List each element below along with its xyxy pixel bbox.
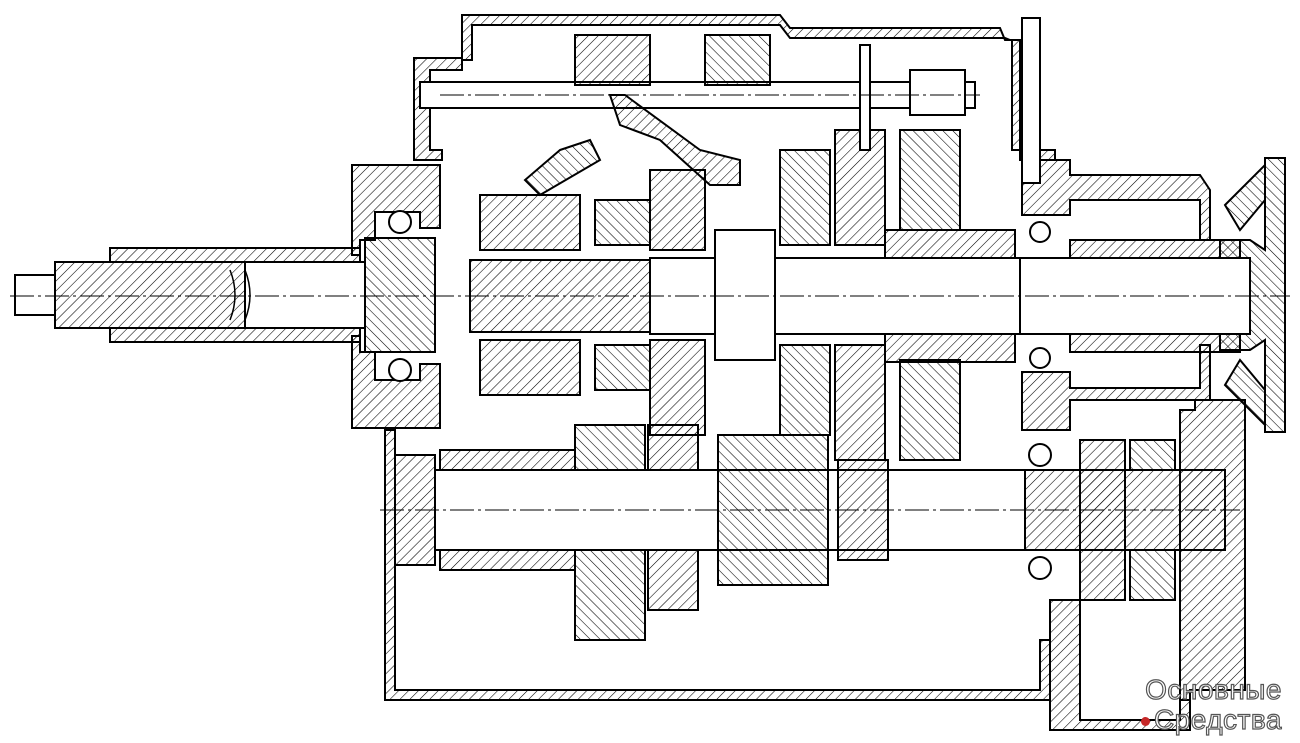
input-shaft [14, 237, 436, 353]
main-shaft-gears [479, 129, 961, 461]
watermark-line-2: Средства [1140, 704, 1282, 735]
watermark: Основные Средства [1140, 674, 1283, 735]
shift-mechanism [419, 17, 1041, 197]
watermark-dot-icon [1140, 717, 1150, 727]
watermark-line-1: Основные [1145, 674, 1283, 705]
center-lines [10, 94, 1290, 511]
countershaft [394, 424, 1226, 641]
watermark-line-2-text: Средства [1153, 704, 1282, 735]
bearings [388, 210, 1052, 580]
output-flange [1219, 157, 1286, 433]
